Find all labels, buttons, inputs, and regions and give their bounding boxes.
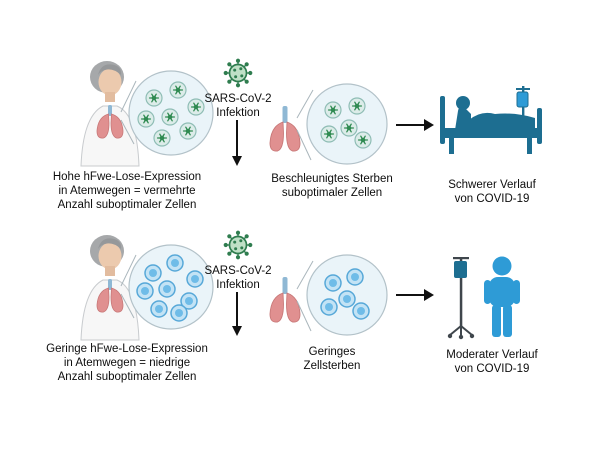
right-arrow-icon	[396, 119, 434, 131]
cause-label-line: Geringe hFwe-Lose-Expression	[46, 343, 208, 355]
cause-label-line: Anzahl suboptimaler Zellen	[57, 199, 197, 212]
magnified-cells-circle	[306, 83, 388, 165]
right-arrow-icon	[396, 289, 434, 301]
effect-label: Beschleunigtes Sterben suboptimaler Zell…	[252, 172, 412, 200]
cause-label: Geringe hFwe-Lose-Expression in Atemwege…	[22, 342, 232, 384]
cause-label-line: in Atemwegen = vermehrte	[58, 185, 196, 198]
person-with-lungs-illustration	[80, 235, 214, 341]
infection-label-line: SARS-CoV-2	[204, 93, 272, 105]
infection-label-line: Infektion	[216, 107, 260, 120]
outcome-label-line: von COVID-19	[454, 363, 530, 376]
cause-label-line: Hohe hFwe-Lose-Expression	[52, 171, 202, 183]
effect-label-line: Zellsterben	[303, 360, 361, 373]
cause-label: Hohe hFwe-Lose-Expression in Atemwegen =…	[27, 170, 227, 212]
down-arrow-icon	[232, 120, 242, 166]
lungs-figure	[269, 277, 301, 323]
infection-label-line: SARS-CoV-2	[204, 265, 272, 277]
person-with-lungs-illustration	[80, 61, 214, 167]
outcome-label: Moderater Verlauf von COVID-19	[427, 348, 557, 376]
effect-label-line: Beschleunigtes Sterben	[271, 173, 393, 185]
virus-icon	[223, 230, 253, 260]
magnified-cells-circle	[128, 70, 214, 156]
person-figure	[80, 61, 140, 167]
outcome-label-line: von COVID-19	[454, 193, 530, 206]
lungs-in-chest	[96, 105, 124, 139]
lungs-illustration	[269, 254, 388, 336]
cause-label-line: Anzahl suboptimaler Zellen	[57, 371, 197, 384]
outcome-label-line: Schwerer Verlauf	[448, 179, 536, 191]
effect-label: Geringes Zellsterben	[252, 345, 412, 373]
hospital-bed-icon	[440, 86, 542, 154]
standing-patient-with-iv-icon	[447, 256, 520, 340]
magnified-cells-circle	[128, 244, 214, 330]
outcome-label: Schwerer Verlauf von COVID-19	[427, 178, 557, 206]
lungs-figure	[269, 106, 301, 152]
person-figure	[80, 235, 140, 341]
lungs-in-chest	[96, 279, 124, 313]
lungs-illustration	[269, 83, 388, 165]
virus-icon	[223, 58, 253, 88]
effect-label-line: suboptimaler Zellen	[281, 187, 383, 200]
outcome-label-line: Moderater Verlauf	[446, 349, 538, 361]
infection-label: SARS-CoV-2 Infektion	[190, 92, 286, 120]
infection-label: SARS-CoV-2 Infektion	[190, 264, 286, 292]
magnified-cells-circle	[306, 254, 388, 336]
down-arrow-icon	[232, 292, 242, 336]
infection-label-line: Infektion	[216, 279, 260, 292]
cause-label-line: in Atemwegen = niedrige	[63, 357, 191, 370]
effect-label-line: Geringes	[308, 346, 356, 358]
